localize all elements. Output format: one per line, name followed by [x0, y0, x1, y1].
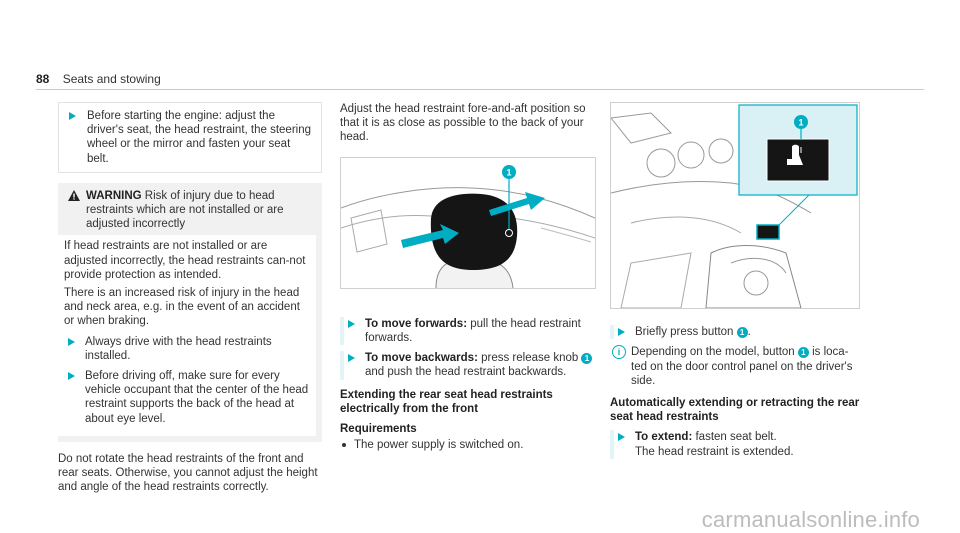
bullet-icon [342, 443, 346, 448]
requirement-item: The power supply is switched on. [340, 438, 594, 452]
move-backwards-text-b: and push the head restraint backwards. [365, 366, 567, 379]
header-divider [36, 89, 924, 90]
move-forwards-label: To move forwards: [365, 317, 468, 330]
warning-paragraph-2: There is an increased risk of injury in … [64, 287, 300, 328]
image-callout-1: 1 [506, 167, 511, 177]
callout-1-badge: 1 [581, 353, 593, 365]
callout-1-badge: 1 [797, 347, 809, 359]
warning-step-2-text: Before driving off, make sure for every … [85, 370, 309, 425]
requirement-text: The power supply is switched on. [354, 439, 524, 452]
warning-paragraph-1: If head restraints are not installed or … [64, 240, 306, 281]
warning-step-1-text: Always drive with the head restraints in… [85, 335, 272, 362]
extending-subheading: Extending the rear seat head restraints … [340, 388, 553, 415]
step-arrow-icon [618, 433, 625, 442]
warning-label: WARNING [86, 189, 142, 202]
callout-1-badge: 1 [736, 327, 748, 339]
info-note: i Depending on the model, button 1 is lo… [610, 345, 860, 388]
info-text-b: is loca-ted on the door control panel on… [631, 346, 853, 387]
press-button-step: Briefly press button 1. [610, 325, 860, 340]
image-callout-1: 1 [798, 118, 803, 128]
press-button-text-a: Briefly press button [635, 326, 737, 339]
page-number: 88 [36, 72, 50, 86]
step-arrow-icon [348, 319, 355, 328]
column-3: 1 Briefly press button 1. i Depending on… [610, 102, 860, 465]
requirements-label: Requirements [340, 423, 417, 436]
warning-body: If head restraints are not installed or … [58, 235, 316, 436]
move-backwards-step: To move backwards: press release knob 1 … [340, 351, 594, 380]
warning-step-2: Before driving off, make sure for every … [64, 369, 310, 426]
step-arrow-icon [69, 112, 76, 120]
extend-step: To extend: fasten seat belt. The head re… [610, 430, 860, 459]
warning-step-1: Always drive with the head restraints in… [64, 335, 310, 363]
column-1: Before starting the engine: adjust the d… [58, 102, 322, 500]
press-button-text-b: . [747, 326, 751, 339]
intro-step: Before starting the engine: adjust the d… [59, 109, 313, 166]
column-2: Adjust the head restraint fore-and-aft p… [340, 102, 596, 458]
closing-paragraph: Do not rotate the head restraints of the… [58, 452, 318, 494]
intro-step-text: Before starting the engine: adjust the d… [87, 110, 312, 165]
info-icon: i [612, 345, 626, 360]
control-button-illustration: 1 [610, 102, 860, 309]
move-forwards-text: pull the head restraint forwards. [365, 317, 581, 345]
warning-triangle-icon [68, 189, 80, 201]
extend-result: The head restraint is extended. [635, 445, 794, 458]
step-arrow-icon [68, 337, 75, 346]
warning-headline: Risk of injury due to head restraints wh… [86, 189, 284, 231]
head-restraint-illustration: 1 [340, 156, 596, 289]
step-arrow-icon [618, 328, 625, 337]
section-title: Seats and stowing [62, 72, 161, 86]
watermark: carmanualsonline.info [701, 506, 920, 532]
move-backwards-text-a: press release knob [477, 352, 582, 365]
automatic-subheading: Automatically extending or retracting th… [610, 397, 860, 424]
adjust-intro: Adjust the head restraint fore-and-aft p… [340, 103, 586, 144]
warning-box: WARNING Risk of injury due to head restr… [58, 182, 322, 442]
move-backwards-label: To move backwards: [365, 352, 478, 365]
extend-label: To extend: [635, 431, 693, 444]
intro-box: Before starting the engine: adjust the d… [58, 102, 322, 173]
step-arrow-icon [68, 372, 75, 381]
step-arrow-icon [348, 354, 355, 363]
move-forwards-step: To move forwards: pull the head restrain… [340, 316, 594, 346]
info-text-a: Depending on the model, button [631, 346, 798, 359]
page-header: 88 Seats and stowing [36, 72, 161, 86]
extend-text: fasten seat belt. [692, 431, 777, 444]
warning-header: WARNING Risk of injury due to head restr… [58, 189, 316, 232]
